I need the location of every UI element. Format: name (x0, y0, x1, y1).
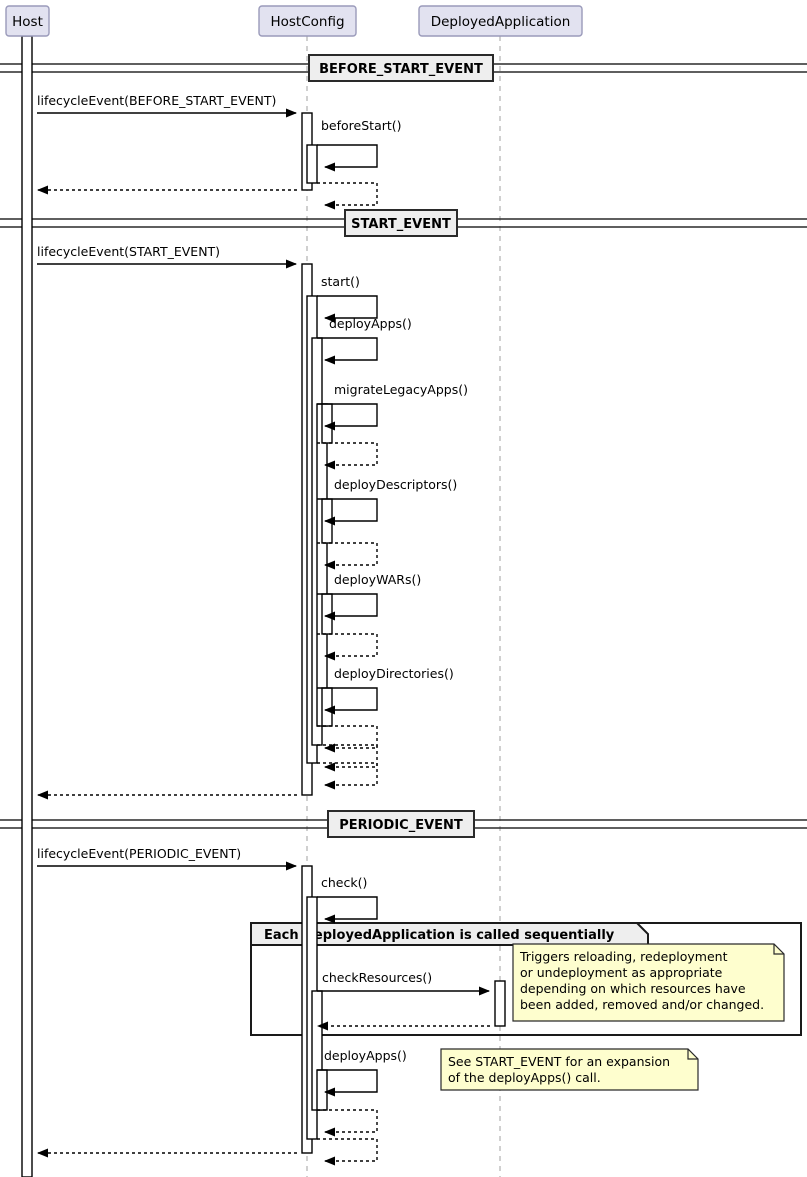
message-label: migrateLegacyApps() (334, 382, 468, 397)
note-body (440, 1048, 699, 1091)
note-fold-corner (773, 944, 784, 955)
message-lifecycleevent-start-event: lifecycleEvent(START_EVENT) (37, 244, 297, 269)
message-label: lifecycleEvent(BEFORE_START_EVENT) (37, 93, 276, 108)
note-line: or undeployment as appropriate (520, 965, 723, 980)
message-label: lifecycleEvent(PERIODIC_EVENT) (37, 846, 241, 861)
participants-layer: Host HostConfig DeployedApplication (5, 5, 583, 37)
self-arrow (317, 744, 378, 772)
activation-bar-hostconfig (321, 593, 333, 635)
group-frame: Each DeployedApplication is called seque… (250, 922, 802, 1036)
note-fold-corner (687, 1049, 698, 1060)
message-label: start() (321, 274, 360, 289)
note-line: Triggers reloading, redeployment (519, 949, 728, 964)
divider-box (344, 209, 458, 237)
activation-bar-hostconfig (316, 1069, 328, 1111)
divider-before-start-event: BEFORE_START_EVENT (0, 54, 807, 82)
divider-periodic-event: PERIODIC_EVENT (0, 810, 807, 838)
divider-label: BEFORE_START_EVENT (319, 62, 483, 77)
self-arrow (317, 687, 378, 715)
activation-bar-hostconfig (321, 403, 333, 444)
self-arrow (317, 593, 378, 621)
self-arrow (317, 725, 378, 753)
note-body (512, 943, 785, 1022)
note-line: of the deployApps() call. (448, 1070, 601, 1085)
message-lifecycleevent-before-start-event: lifecycleEvent(BEFORE_START_EVENT) (37, 93, 297, 118)
message-label: check() (321, 875, 367, 890)
message-selfreturn-2 (317, 182, 378, 210)
participant-label: DeployedApplication (431, 14, 571, 30)
self-arrow (317, 442, 378, 470)
note-line: depending on which resources have (520, 981, 746, 996)
divider-box (308, 54, 494, 82)
message-deployapps: deployApps() (317, 316, 412, 365)
group-header-tab (250, 922, 649, 946)
self-arrow (317, 1109, 378, 1137)
message-label: deployApps() (329, 316, 412, 331)
self-arrow (317, 896, 378, 924)
self-arrow (317, 762, 378, 790)
message-selfreturn-14 (317, 725, 378, 753)
group-label: Each DeployedApplication is called seque… (264, 928, 615, 943)
messages-layer: lifecycleEvent(BEFORE_START_EVENT)before… (37, 93, 490, 1166)
message-selfreturn-16 (317, 762, 378, 790)
message-label: checkResources() (322, 970, 432, 985)
activation-bar-hostconfig (321, 687, 333, 727)
self-arrow (317, 144, 378, 172)
message-label: lifecycleEvent(START_EVENT) (37, 244, 220, 259)
message-selfreturn-12 (317, 633, 378, 661)
participant-label: HostConfig (270, 14, 344, 30)
self-arrow (317, 1138, 378, 1166)
divider-label: PERIODIC_EVENT (339, 818, 463, 833)
group-frames-layer: Each DeployedApplication is called seque… (250, 922, 802, 1036)
self-arrow (317, 633, 378, 661)
participant-box[interactable] (5, 5, 50, 37)
participant-hostconfig[interactable]: HostConfig (258, 5, 357, 37)
message-selfreturn-15 (317, 744, 378, 772)
participant-label: Host (12, 14, 43, 30)
message-lifecycleevent-periodic-event: lifecycleEvent(PERIODIC_EVENT) (37, 846, 297, 871)
dividers-layer: BEFORE_START_EVENT START_EVENT PERIODIC_EV… (0, 54, 807, 838)
message-beforestart: beforeStart() (317, 118, 402, 172)
message-deploydescriptors: deployDescriptors() (317, 477, 457, 526)
self-arrow (317, 542, 378, 570)
divider-label: START_EVENT (351, 217, 451, 232)
message-deploydirectories: deployDirectories() (317, 666, 454, 715)
message-label: deployDescriptors() (334, 477, 457, 492)
divider-start-event: START_EVENT (0, 209, 807, 237)
message-checkresources: checkResources() (317, 970, 490, 996)
activation-bar-deployedapplication (494, 980, 506, 1027)
note-line: See START_EVENT for an expansion (448, 1054, 670, 1069)
participant-host[interactable]: Host (5, 5, 50, 37)
participant-deployedapplication[interactable]: DeployedApplication (418, 5, 583, 37)
self-arrow (317, 498, 378, 526)
self-arrow (317, 1069, 378, 1097)
message-selfreturn-8 (317, 442, 378, 470)
message-selfreturn-10 (317, 542, 378, 570)
activation-bar-host (21, 35, 33, 1177)
activation-bar-hostconfig (306, 144, 318, 184)
message-start: start() (317, 274, 378, 323)
self-arrow (317, 182, 378, 210)
message-deploywars: deployWARs() (317, 572, 421, 621)
message-check: check() (317, 875, 378, 924)
message-label: beforeStart() (321, 118, 402, 133)
message-deployapps: deployApps() (317, 1048, 407, 1097)
message-migratelegacyapps: migrateLegacyApps() (317, 382, 468, 431)
self-arrow (317, 337, 378, 365)
message-label: deployDirectories() (334, 666, 454, 681)
divider-box (327, 810, 475, 838)
self-arrow (317, 403, 378, 431)
message-selfreturn-24 (317, 1138, 378, 1166)
participant-box[interactable] (258, 5, 357, 37)
note-line: been added, removed and/or changed. (520, 997, 764, 1012)
participant-box[interactable] (418, 5, 583, 37)
message-selfreturn-23 (317, 1109, 378, 1137)
message-label: deployApps() (324, 1048, 407, 1063)
message-label: deployWARs() (334, 572, 421, 587)
self-arrow (317, 295, 378, 323)
